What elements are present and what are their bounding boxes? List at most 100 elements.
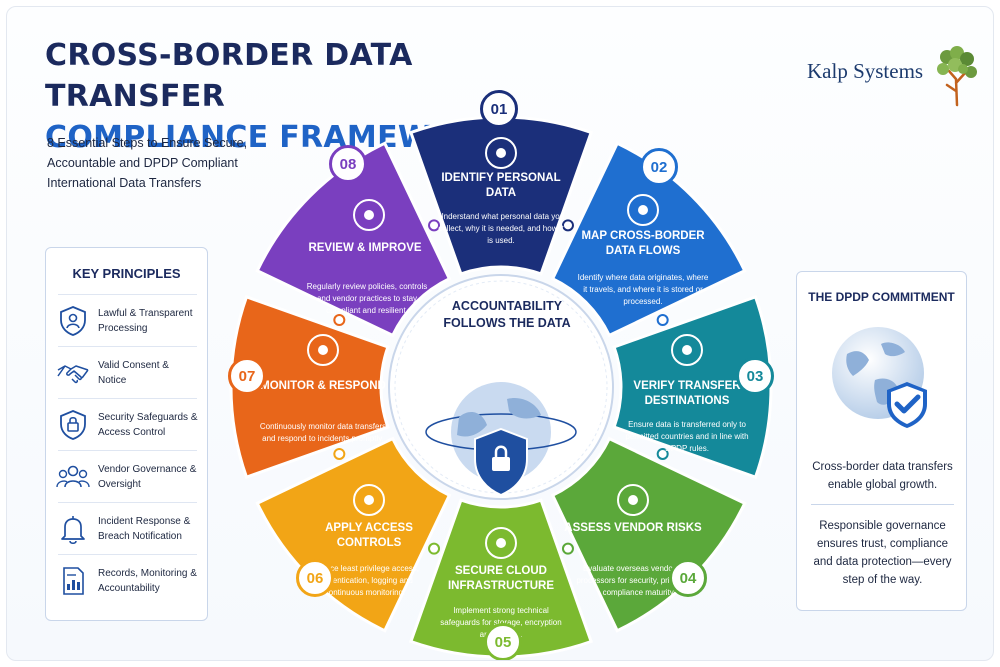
chart-gear-icon-dot (364, 210, 374, 220)
key-principles-title: KEY PRINCIPLES (72, 266, 181, 281)
framework-ring (229, 115, 773, 659)
divider (58, 450, 197, 451)
step-title: MONITOR & RESPOND (260, 380, 386, 392)
step-number-badge: 02 (640, 148, 678, 186)
connector-arrow (656, 447, 669, 460)
step-number-badge: 08 (329, 145, 367, 183)
step-number-badge: 06 (296, 559, 334, 597)
divider (58, 346, 197, 347)
globe-land (457, 397, 541, 437)
checklist-icon-dot (682, 345, 692, 355)
divider (58, 294, 197, 295)
globe-pin-icon-outline (627, 194, 659, 226)
divider (811, 504, 954, 505)
principle-item-consent: Valid Consent & Notice (56, 348, 199, 398)
step-number-badge: 07 (228, 357, 266, 395)
report-icon (63, 567, 84, 595)
principle-item-records: Records, Monitoring & Accountability (56, 556, 199, 606)
checklist-icon-outline (671, 334, 703, 366)
step-description: Identify where data originates, where it… (577, 273, 709, 306)
id-document-icon (485, 137, 517, 169)
step-title: IDENTIFY PERSONAL DATA (441, 172, 561, 199)
step-description: Enforce least privilege access, authenti… (310, 564, 420, 597)
cloud-lock-icon-dot (496, 538, 506, 548)
infographic-frame: CROSS-BORDER DATA TRANSFER COMPLIANCE FR… (6, 6, 994, 661)
lock-body (492, 457, 510, 471)
step-segment-05 (408, 498, 594, 659)
step-title: APPLY ACCESS CONTROLS (325, 522, 413, 549)
tree-icon (937, 46, 977, 107)
dpdp-text-growth: Cross-border data transfers enable globa… (812, 461, 953, 491)
connector-arrow (656, 314, 669, 327)
shield-user-icon (60, 306, 86, 336)
step-description: Continuously monitor data transfers and … (259, 422, 387, 443)
step-number-badge: 04 (669, 559, 707, 597)
principle-label: Vendor Governance & Oversight (98, 464, 197, 490)
step-description: Understand what personal data you collec… (437, 212, 565, 245)
connector-arrow (561, 219, 574, 232)
company-logo: Kalp Systems (807, 45, 982, 107)
handshake-icon (57, 365, 89, 384)
cloud-lock-icon (485, 527, 517, 559)
principle-label: Security Safeguards & Access Control (98, 412, 198, 438)
step-title: ASSESS VENDOR RISKS (564, 522, 702, 534)
step-segment-01 (408, 115, 594, 276)
step-title: SECURE CLOUD INFRASTRUCTURE (447, 565, 555, 592)
principle-item-security: Security Safeguards & Access Control (56, 400, 199, 450)
dpdp-text-governance: Responsible governance ensures trust, co… (813, 520, 952, 586)
checklist-icon (671, 334, 703, 366)
chart-gear-icon (353, 199, 385, 231)
connector-arrow (333, 314, 346, 327)
monitor-alert-icon (307, 334, 339, 366)
center-title: ACCOUNTABILITY FOLLOWS THE DATA (443, 299, 571, 330)
title-line-1: CROSS-BORDER DATA TRANSFER (45, 38, 413, 114)
globe-pin-icon-dot (638, 205, 648, 215)
id-document-icon-outline (485, 137, 517, 169)
step-segment-03 (612, 294, 773, 480)
principle-label: Records, Monitoring & Accountability (98, 568, 197, 594)
step-number-badge: 03 (736, 357, 774, 395)
connector-arrow (428, 542, 441, 555)
step-description: Evaluate overseas vendors and processors… (576, 564, 702, 597)
center-disc-ring (394, 280, 608, 494)
id-document-icon-dot (496, 148, 506, 158)
people-icon (56, 465, 90, 488)
step-segment-07 (229, 294, 390, 480)
principle-label: Incident Response & Breach Notification (98, 516, 191, 542)
logo-text: Kalp Systems (807, 59, 924, 83)
connector-arrow (561, 542, 574, 555)
principle-item-lawful: Lawful & Transparent Processing (56, 296, 199, 346)
step-title: MAP CROSS-BORDER DATA FLOWS (581, 230, 705, 257)
monitor-alert-icon-dot (318, 345, 328, 355)
vendor-check-icon-outline (617, 484, 649, 516)
user-lock-icon (353, 484, 385, 516)
globe-shield-icon (832, 327, 927, 428)
step-number-badge: 05 (484, 623, 522, 660)
key-principles-panel: KEY PRINCIPLES Lawful & Transparent Proc… (45, 247, 208, 621)
step-segment-08 (255, 141, 452, 338)
step-description: Ensure data is transferred only to permi… (625, 420, 749, 453)
divider (58, 502, 197, 503)
step-title: VERIFY TRANSFER DESTINATIONS (633, 380, 741, 407)
divider (58, 398, 197, 399)
divider (58, 554, 197, 555)
monitor-alert-icon-outline (307, 334, 339, 366)
step-segment-06 (255, 436, 452, 633)
user-lock-icon-outline (353, 484, 385, 516)
bell-icon (61, 516, 85, 545)
connector-arrow (428, 219, 441, 232)
principle-label: Lawful & Transparent Processing (98, 308, 193, 334)
globe-pin-icon (627, 194, 659, 226)
lock-shackle (494, 445, 508, 457)
principle-item-incident: Incident Response & Breach Notification (56, 504, 199, 554)
step-segment-04 (550, 436, 747, 633)
vendor-check-icon-dot (628, 495, 638, 505)
globe-lock-icon (425, 382, 577, 497)
cloud-lock-icon-outline (485, 527, 517, 559)
vendor-check-icon (617, 484, 649, 516)
dpdp-commitment-panel: THE DPDP COMMITMENT Cross-border data tr… (796, 271, 967, 611)
principle-item-vendor: Vendor Governance & Oversight (56, 452, 199, 502)
lock-shield-icon (60, 410, 86, 440)
connector-arrow (333, 447, 346, 460)
step-description: Regularly review policies, controls and … (306, 282, 428, 315)
